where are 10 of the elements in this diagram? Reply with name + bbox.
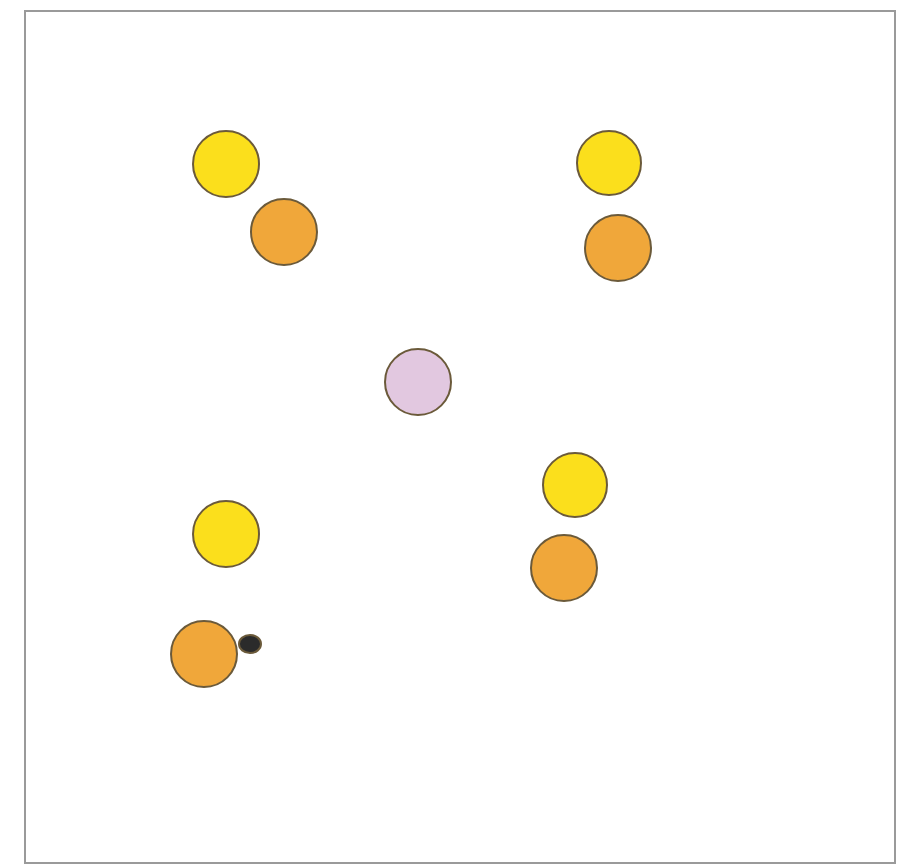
circle (575, 129, 641, 195)
circle (192, 500, 260, 568)
circle (192, 130, 260, 198)
circle (384, 348, 452, 416)
small-dot (238, 634, 262, 654)
circle (530, 534, 598, 602)
circle (170, 620, 238, 688)
circle (541, 451, 607, 517)
circle (584, 214, 652, 282)
circle (250, 198, 318, 266)
